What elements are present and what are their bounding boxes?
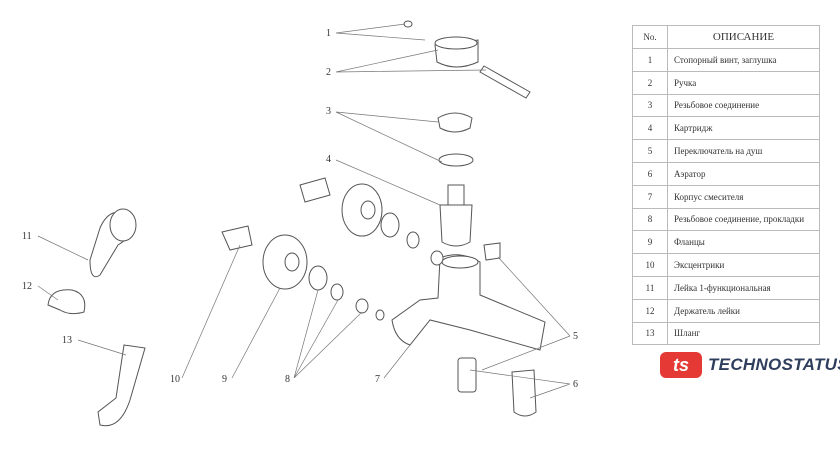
row-description: Переключатель на душ [667,139,820,163]
callout-2: 2 [326,67,331,78]
handle [434,36,531,99]
row-number: 5 [632,139,668,163]
row-number: 13 [632,321,668,346]
row-description: Резьбовое соединение [667,93,820,118]
flanges [262,183,383,290]
row-number: 1 [632,48,668,72]
row-number: 8 [632,207,668,232]
row-number: 11 [632,275,668,300]
row-description: Аэратор [667,161,820,186]
row-description: Картридж [667,116,820,141]
callout-9: 9 [222,374,227,385]
callout-8: 8 [285,374,290,385]
threaded-connection [437,112,473,133]
row-number: 4 [632,116,668,141]
cartridge [438,153,474,247]
header-no: No. [632,25,668,49]
callout-11: 11 [22,231,32,242]
exploded-view-diagram: 1 2 3 4 5 6 7 8 9 10 11 12 13 [22,20,578,427]
row-number: 6 [632,161,668,186]
mixer-body [391,254,546,351]
callout-12: 12 [22,281,32,292]
callout-1: 1 [326,28,331,39]
logo-text: TECHNOSTATUS [708,355,840,374]
row-number: 3 [632,93,668,118]
callout-6: 6 [573,379,578,390]
row-description: Шланг [667,321,820,346]
aerators [457,357,537,417]
callout-13: 13 [62,335,72,346]
set-screw [403,20,413,28]
eccentrics [221,177,331,251]
threaded-connections-gaskets [308,212,444,321]
shower-switch [483,242,501,261]
row-number: 2 [632,70,668,95]
row-number: 9 [632,230,668,255]
callout-7: 7 [375,374,380,385]
row-description: Корпус смесителя [667,184,820,209]
row-description: Резьбовое соединение, прокладки [667,207,820,232]
row-description: Фланцы [667,230,820,255]
technostatus-logo: ts TECHNOSTATUS [660,352,840,378]
row-description: Ручка [667,70,820,95]
header-description: ОПИСАНИЕ [667,25,820,49]
row-description: Держатель лейки [667,298,820,323]
callout-4: 4 [326,154,331,165]
callout-10: 10 [170,374,180,385]
callout-labels: 1 2 3 4 5 6 7 8 9 10 11 12 13 [22,28,578,390]
row-number: 12 [632,298,668,323]
callout-5: 5 [573,331,578,342]
shower-holder [47,289,86,315]
shower-hose [97,344,146,427]
row-description: Стопорный винт, заглушка [667,48,820,72]
row-description: Лейка 1-функциональная [667,275,820,300]
callout-3: 3 [326,106,331,117]
row-number: 7 [632,184,668,209]
hand-shower [89,208,137,278]
row-description: Эксцентрики [667,253,820,277]
row-number: 10 [632,253,668,277]
logo-mark-icon: ts [660,352,702,378]
